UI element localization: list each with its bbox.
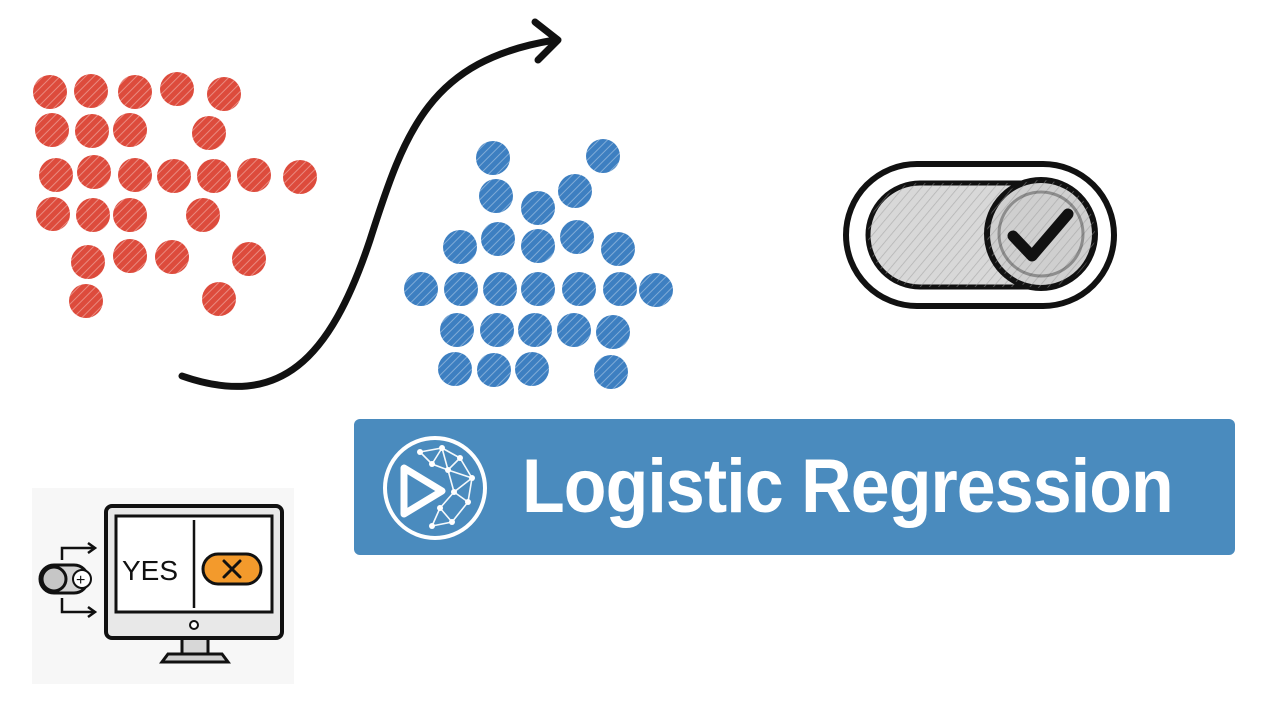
red-point-texture: [35, 113, 69, 147]
blue-point-texture: [521, 272, 555, 306]
monitor-yes-no-icon: YES +: [32, 488, 294, 684]
blue-point-texture: [479, 179, 513, 213]
red-point-texture: [157, 159, 191, 193]
red-point-texture: [113, 113, 147, 147]
blue-point-texture: [438, 352, 472, 386]
blue-point-texture: [480, 313, 514, 347]
red-point-texture: [186, 198, 220, 232]
blue-point-texture: [440, 313, 474, 347]
red-point-texture: [207, 77, 241, 111]
banner-title: Logistic Regression: [522, 444, 1174, 529]
blue-point-texture: [481, 222, 515, 256]
blue-point-texture: [557, 313, 591, 347]
neural-network-play-logo: [383, 436, 487, 540]
blue-point-texture: [596, 315, 630, 349]
red-point-texture: [71, 245, 105, 279]
blue-point-texture: [560, 220, 594, 254]
red-point-texture: [197, 159, 231, 193]
blue-point-texture: [603, 272, 637, 306]
blue-point-texture: [515, 352, 549, 386]
red-point-texture: [192, 116, 226, 150]
monitor-yes-label: YES: [122, 555, 178, 586]
red-point-texture: [75, 114, 109, 148]
blue-point-texture: [477, 353, 511, 387]
red-point-texture: [77, 155, 111, 189]
monitor-plus-symbol: +: [76, 572, 85, 589]
blue-point-texture: [601, 232, 635, 266]
red-point-texture: [155, 240, 189, 274]
red-point-texture: [113, 239, 147, 273]
blue-point-texture: [586, 139, 620, 173]
red-point-texture: [33, 75, 67, 109]
red-point-texture: [237, 158, 271, 192]
blue-point-texture: [404, 272, 438, 306]
blue-point-texture: [594, 355, 628, 389]
red-point-texture: [36, 197, 70, 231]
blue-point-texture: [558, 174, 592, 208]
red-point-texture: [232, 242, 266, 276]
red-point-texture: [160, 72, 194, 106]
blue-point-texture: [521, 229, 555, 263]
blue-point-texture: [521, 191, 555, 225]
blue-point-texture: [444, 272, 478, 306]
s-curve-arrow-icon: [178, 18, 562, 390]
blue-point-texture: [518, 313, 552, 347]
blue-class-points: [404, 139, 673, 389]
red-point-texture: [76, 198, 110, 232]
red-point-texture: [202, 282, 236, 316]
blue-point-texture: [476, 141, 510, 175]
red-class-points: [33, 72, 317, 318]
blue-point-texture: [639, 273, 673, 307]
toggle-switch-check-icon: [843, 161, 1117, 309]
red-point-texture: [118, 75, 152, 109]
title-banner: [354, 419, 1235, 555]
blue-point-texture: [562, 272, 596, 306]
red-point-texture: [69, 284, 103, 318]
red-point-texture: [283, 160, 317, 194]
red-point-texture: [118, 158, 152, 192]
blue-point-texture: [483, 272, 517, 306]
red-point-texture: [39, 158, 73, 192]
blue-point-texture: [443, 230, 477, 264]
red-point-texture: [113, 198, 147, 232]
red-point-texture: [74, 74, 108, 108]
